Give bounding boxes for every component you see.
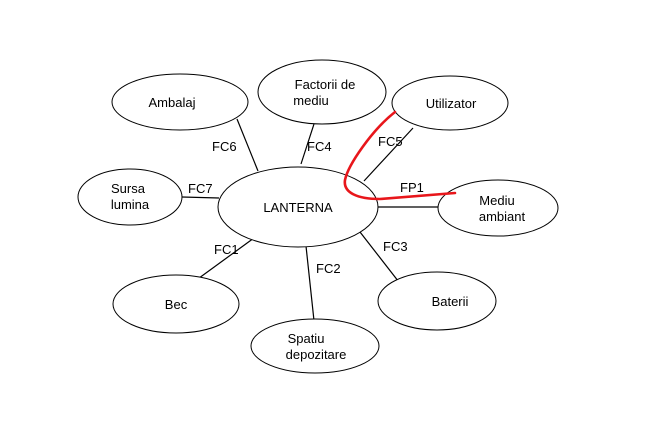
node-bec-shape	[112, 274, 240, 334]
node-factorii-label-1: Factorii de	[295, 77, 356, 92]
edge-fc3	[359, 231, 403, 287]
edge-fc4	[300, 123, 315, 165]
edge-fc1	[194, 237, 255, 282]
node-utilizator-label: Utilizator	[426, 96, 477, 111]
node-sursa: Sursa lumina	[77, 168, 183, 226]
node-baterii: Baterii	[377, 271, 497, 331]
edge-fc7	[181, 196, 220, 199]
node-utilizator-shape	[391, 75, 509, 131]
node-center-label: LANTERNA	[263, 200, 333, 215]
node-baterii-label: Baterii	[432, 294, 469, 309]
edge-label-fc7: FC7	[188, 181, 213, 196]
node-ambalaj: Ambalaj	[111, 73, 249, 131]
node-center: LANTERNA	[217, 166, 379, 248]
node-mediu-label-2: ambiant	[479, 209, 526, 224]
edge-fc5	[363, 127, 414, 182]
edge-label-fc1: FC1	[214, 242, 239, 257]
edge-label-fc4: FC4	[307, 139, 332, 154]
node-mediu: Mediu ambiant	[437, 179, 559, 237]
node-sursa-label-2: lumina	[111, 197, 150, 212]
node-spatiu: Spatiu depozitare	[250, 318, 380, 374]
principal-function-label: FP1	[400, 180, 424, 195]
node-baterii-shape	[377, 271, 497, 331]
node-center-shape	[217, 166, 379, 248]
node-factorii-label-2: mediu	[293, 93, 328, 108]
node-ambalaj-label: Ambalaj	[149, 95, 196, 110]
node-spatiu-label-1: Spatiu	[288, 331, 325, 346]
node-sursa-shape	[77, 168, 183, 226]
node-ambalaj-shape	[111, 73, 249, 131]
node-mediu-shape	[437, 179, 559, 237]
node-bec: Bec	[112, 274, 240, 334]
edge-fc2	[305, 245, 316, 331]
node-mediu-label-1: Mediu	[479, 193, 514, 208]
edge-label-fc5: FC5	[378, 134, 403, 149]
node-utilizator: Utilizator	[391, 75, 509, 131]
node-spatiu-label-2: depozitare	[286, 347, 347, 362]
node-spatiu-shape	[250, 318, 380, 374]
edge-label-fc6: FC6	[212, 139, 237, 154]
principal-function-path	[343, 110, 457, 201]
node-factorii: Factorii de mediu	[257, 59, 387, 125]
node-sursa-label-1: Sursa	[111, 181, 146, 196]
edge-label-fc2: FC2	[316, 261, 341, 276]
node-bec-label: Bec	[165, 297, 188, 312]
node-factorii-shape	[257, 59, 387, 125]
edge-label-fc3: FC3	[383, 239, 408, 254]
edge-fc6	[236, 118, 259, 172]
